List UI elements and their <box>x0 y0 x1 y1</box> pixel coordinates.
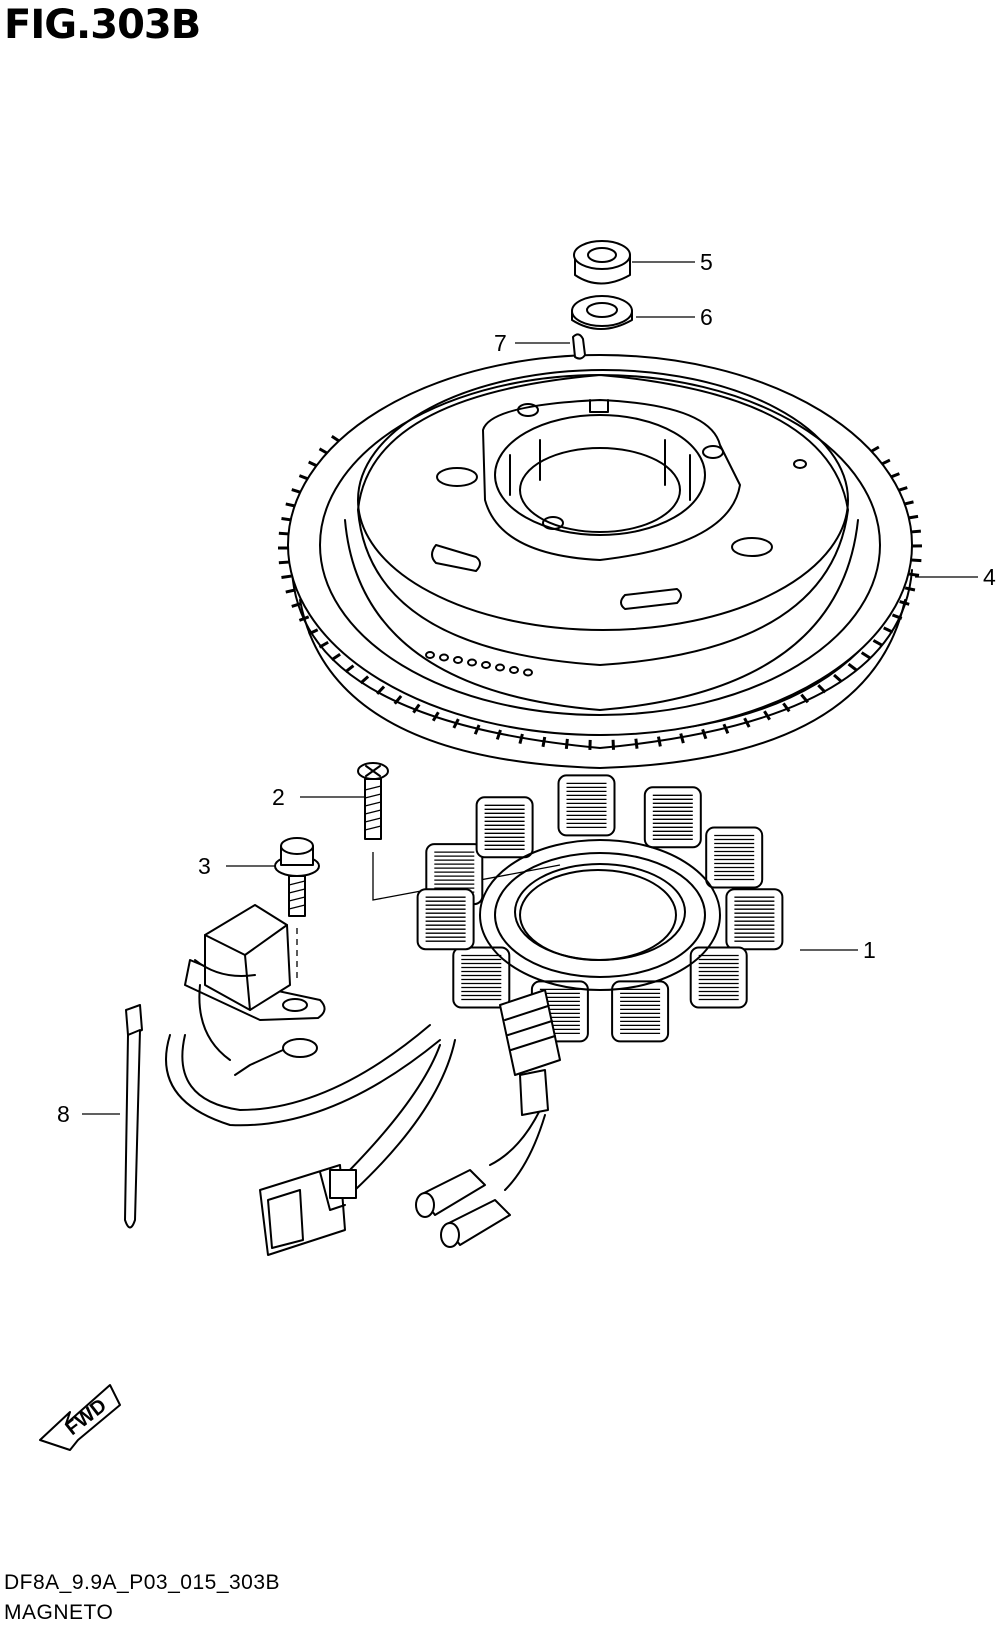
stator-coil <box>557 774 616 837</box>
gear-tooth <box>860 651 871 660</box>
skirt-dimple <box>439 653 449 662</box>
callouts: 5 6 7 4 2 3 1 8 <box>57 249 996 1127</box>
stator-coil <box>705 826 764 889</box>
stator-coil <box>725 888 784 951</box>
callout-2: 2 <box>272 784 365 810</box>
gear-tooth <box>701 728 708 740</box>
callout-number: 4 <box>983 564 996 590</box>
stator-drawing <box>416 774 784 1116</box>
callout-number: 5 <box>700 249 713 275</box>
gear-tooth <box>910 529 921 534</box>
callout-8: 8 <box>57 1101 120 1127</box>
figure-title: FIG.303B <box>4 2 201 48</box>
coupler-drawing <box>259 1164 357 1256</box>
section-name: MAGNETO <box>4 1601 114 1624</box>
callout-4: 4 <box>915 564 996 590</box>
gear-tooth <box>679 733 685 744</box>
callout-number: 2 <box>272 784 285 810</box>
skirt-dimple <box>453 656 463 664</box>
stator-coil <box>643 786 702 849</box>
skirt-dimple <box>495 663 505 672</box>
gear-tooth <box>833 673 843 683</box>
skirt-dimple <box>523 668 533 677</box>
stator-coil <box>689 946 748 1009</box>
fwd-arrow-indicator: FWD <box>39 1384 121 1451</box>
stator-coil <box>475 796 534 859</box>
callout-number: 1 <box>863 937 876 963</box>
callout-number: 3 <box>198 853 211 879</box>
gear-tooth <box>495 729 502 740</box>
gear-tooth <box>782 702 791 713</box>
pulser-coil-drawing <box>165 904 441 1127</box>
callout-5: 5 <box>632 249 713 275</box>
cable-tie-drawing <box>124 1004 143 1229</box>
gear-tooth <box>291 602 302 608</box>
forward-arrow-icon <box>39 1384 121 1451</box>
gear-tooth <box>278 560 289 565</box>
skirt-dimple <box>509 666 519 674</box>
gear-tooth <box>847 662 858 672</box>
callout-7: 7 <box>494 330 570 356</box>
callout-6: 6 <box>636 304 713 330</box>
callout-1: 1 <box>800 937 876 963</box>
flywheel-drawing <box>278 354 922 769</box>
skirt-dimple <box>467 658 477 667</box>
gear-tooth <box>412 703 421 714</box>
gear-tooth <box>278 531 289 536</box>
gear-tooth <box>911 558 922 563</box>
callout-number: 7 <box>494 330 507 356</box>
gear-tooth <box>872 639 883 647</box>
skirt-dimple <box>481 661 491 669</box>
stator-screw-drawing <box>357 762 561 901</box>
stator-coil <box>416 888 475 951</box>
skirt-dimple <box>425 651 435 659</box>
flywheel-key-drawing <box>572 333 586 360</box>
gear-tooth <box>518 733 524 745</box>
diagram-code: DF8A_9.9A_P03_015_303B <box>4 1571 281 1594</box>
callout-3: 3 <box>198 853 275 879</box>
flywheel-nut-drawing <box>573 240 631 285</box>
stator-coil <box>452 946 511 1009</box>
pulser-coil-bolt-drawing <box>274 837 320 980</box>
callout-number: 8 <box>57 1101 70 1127</box>
flywheel-washer-drawing <box>571 295 633 330</box>
callout-number: 6 <box>700 304 713 330</box>
stator-coil <box>611 980 670 1043</box>
terminals-drawing <box>415 1109 546 1248</box>
gear-tooth <box>281 574 292 579</box>
gear-tooth <box>281 517 292 522</box>
